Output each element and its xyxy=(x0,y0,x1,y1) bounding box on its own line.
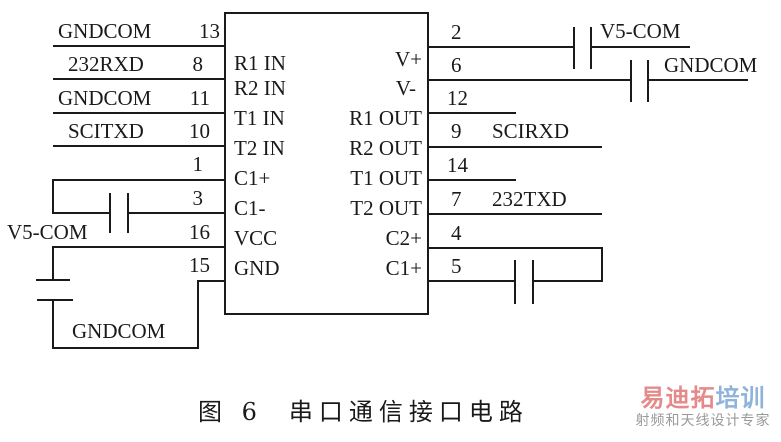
net-label: GNDCOM xyxy=(58,19,152,43)
figure-caption: 图 6 串口通信接口电路 xyxy=(198,392,529,427)
pin-number: 14 xyxy=(447,153,469,177)
figure-title: 串口通信接口电路 xyxy=(288,398,529,426)
pin-name: R2 IN xyxy=(234,76,286,100)
pin-number: 3 xyxy=(193,186,204,210)
pin-number: 12 xyxy=(447,86,468,110)
net-label: SCIRXD xyxy=(492,119,569,143)
net-label: GNDCOM xyxy=(58,86,152,110)
watermark-brand-blue: 培训 xyxy=(715,384,766,412)
watermark: 易迪拓培训 射频和天线设计专家 xyxy=(628,384,778,430)
pin-name: C2+ xyxy=(386,226,422,250)
pin-number: 5 xyxy=(451,254,462,278)
net-label: V5-COM xyxy=(7,220,88,244)
net-label: V5-COM xyxy=(600,19,681,43)
watermark-brand: 易迪拓培训 xyxy=(628,384,778,412)
pin-name: T1 OUT xyxy=(350,166,422,190)
net-label: 232RXD xyxy=(68,52,144,76)
net-label: SCITXD xyxy=(68,119,144,143)
pin-name: T2 OUT xyxy=(350,196,422,220)
pin-name: T2 IN xyxy=(234,136,285,160)
pin-name: R1 IN xyxy=(234,51,286,75)
pin-name: V- xyxy=(396,76,416,100)
net-label: GNDCOM xyxy=(72,319,166,343)
net-label: GNDCOM xyxy=(664,53,758,77)
pin-number: 15 xyxy=(189,253,210,277)
pin-number: 2 xyxy=(451,20,462,44)
watermark-brand-red: 易迪拓 xyxy=(640,384,716,412)
pin-name: C1+ xyxy=(234,166,270,190)
schematic: GNDCOM 232RXD GNDCOM SCITXD V5-COM GNDCO… xyxy=(7,12,758,349)
watermark-tagline: 射频和天线设计专家 xyxy=(635,413,771,429)
pin-name: GND xyxy=(234,256,280,280)
pin-number: 8 xyxy=(193,52,204,76)
pin-number: 7 xyxy=(451,187,462,211)
pin-name: C1+ xyxy=(386,256,422,280)
pin-name: VCC xyxy=(234,226,277,250)
pin-number: 1 xyxy=(193,152,204,176)
pin-name: C1- xyxy=(234,196,266,220)
pin-name: T1 IN xyxy=(234,106,285,130)
pin-number: 10 xyxy=(189,119,210,143)
figure-number: 图 6 xyxy=(198,398,263,426)
wire-pin15 xyxy=(52,280,225,349)
pin-number: 4 xyxy=(451,221,462,245)
wire-pin1 xyxy=(52,179,225,214)
wire-pin4 xyxy=(428,247,603,282)
pin-name: V+ xyxy=(395,47,422,71)
pin-number: 11 xyxy=(190,86,210,110)
wire-pin16 xyxy=(52,246,225,280)
net-label: 232TXD xyxy=(492,187,567,211)
pin-number: 16 xyxy=(189,220,210,244)
pin-number: 6 xyxy=(451,53,462,77)
pin-number: 9 xyxy=(451,119,462,143)
ic-body xyxy=(224,12,429,315)
pin-name: R1 OUT xyxy=(349,106,422,130)
pin-name: R2 OUT xyxy=(349,136,422,160)
pin-number: 13 xyxy=(199,19,220,43)
